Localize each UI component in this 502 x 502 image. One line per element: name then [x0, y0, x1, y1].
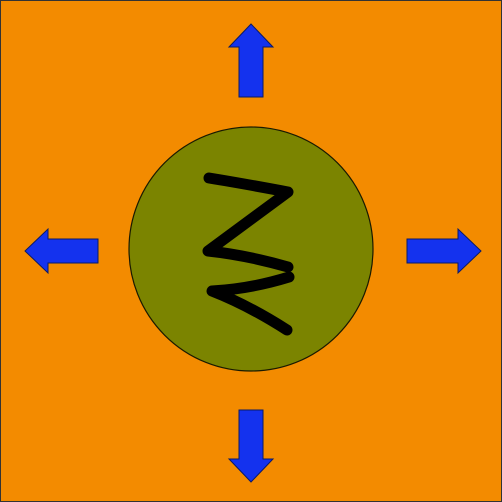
arrow-right-icon — [406, 227, 482, 275]
arrows-group — [24, 23, 482, 483]
center-circle — [128, 126, 374, 372]
arrow-up-icon — [227, 23, 275, 98]
arrow-down-icon — [227, 409, 275, 483]
arrow-left-icon — [24, 227, 99, 275]
handwritten-glyph-icon — [202, 172, 295, 336]
